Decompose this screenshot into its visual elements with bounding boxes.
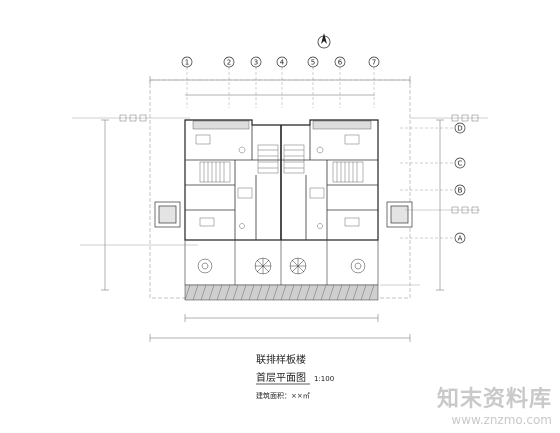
column-axis-bubble: 2	[223, 56, 235, 68]
column-axis-group: 1 2 3 4 5 6 7	[181, 56, 380, 108]
watermark-url: www.znzmo.com	[451, 413, 552, 427]
side-pavilion-left	[154, 201, 181, 228]
column-axis-bubble: 3	[250, 56, 262, 68]
terrace-hatch-top	[192, 120, 372, 130]
drawing-scale: 1:100	[314, 375, 334, 383]
svg-text:C: C	[458, 160, 463, 168]
svg-text:A: A	[458, 235, 463, 243]
column-axis-bubble: 6	[334, 56, 346, 68]
drawing-title: 联排样板楼	[256, 353, 306, 366]
svg-text:1: 1	[185, 59, 189, 67]
svg-text:5: 5	[311, 59, 315, 67]
site-boundary	[149, 79, 411, 299]
tree-icon	[289, 257, 307, 275]
column-axis-bubble: 7	[368, 56, 380, 68]
svg-text:2: 2	[227, 59, 231, 67]
drawing-subtitle: 首层平面图	[256, 371, 306, 384]
tree-icon	[197, 258, 213, 274]
stair-left	[199, 161, 231, 183]
fixtures	[195, 134, 360, 229]
column-axis-bubble: 5	[307, 56, 319, 68]
column-axis-bubble: 4	[276, 56, 288, 68]
row-axis-bubble: D	[454, 122, 466, 134]
side-pavilion-right	[386, 201, 413, 228]
svg-text:6: 6	[338, 59, 343, 67]
tree-icon	[254, 257, 272, 275]
annotation-markers	[119, 114, 479, 214]
column-axis-bubble: 1	[181, 56, 193, 68]
svg-text:7: 7	[372, 59, 376, 67]
row-axis-group: D C B A	[400, 122, 466, 244]
watermark-brand: 知末资料库	[436, 387, 552, 412]
bottom-dimension-lines	[149, 314, 411, 342]
row-axis-bubble: C	[454, 157, 466, 169]
central-core	[257, 144, 305, 174]
svg-text:B: B	[458, 187, 463, 195]
area-note: 建筑面积：××㎡	[256, 391, 310, 400]
north-arrow-icon	[317, 33, 331, 49]
annotation-leaders	[72, 117, 488, 286]
top-dimension-lines	[149, 76, 411, 96]
watermark: 知末资料库 www.znzmo.com	[437, 387, 552, 427]
svg-text:3: 3	[254, 59, 258, 67]
row-axis-bubble: B	[454, 184, 466, 196]
svg-text:4: 4	[280, 59, 285, 67]
side-dimension-lines	[101, 119, 444, 291]
tree-icon	[350, 258, 366, 274]
row-axis-bubble: A	[454, 232, 466, 244]
paved-strip	[184, 284, 379, 301]
svg-text:D: D	[457, 125, 462, 133]
interior-walls	[185, 125, 378, 240]
front-garden	[184, 239, 379, 286]
stair-right	[332, 161, 364, 183]
